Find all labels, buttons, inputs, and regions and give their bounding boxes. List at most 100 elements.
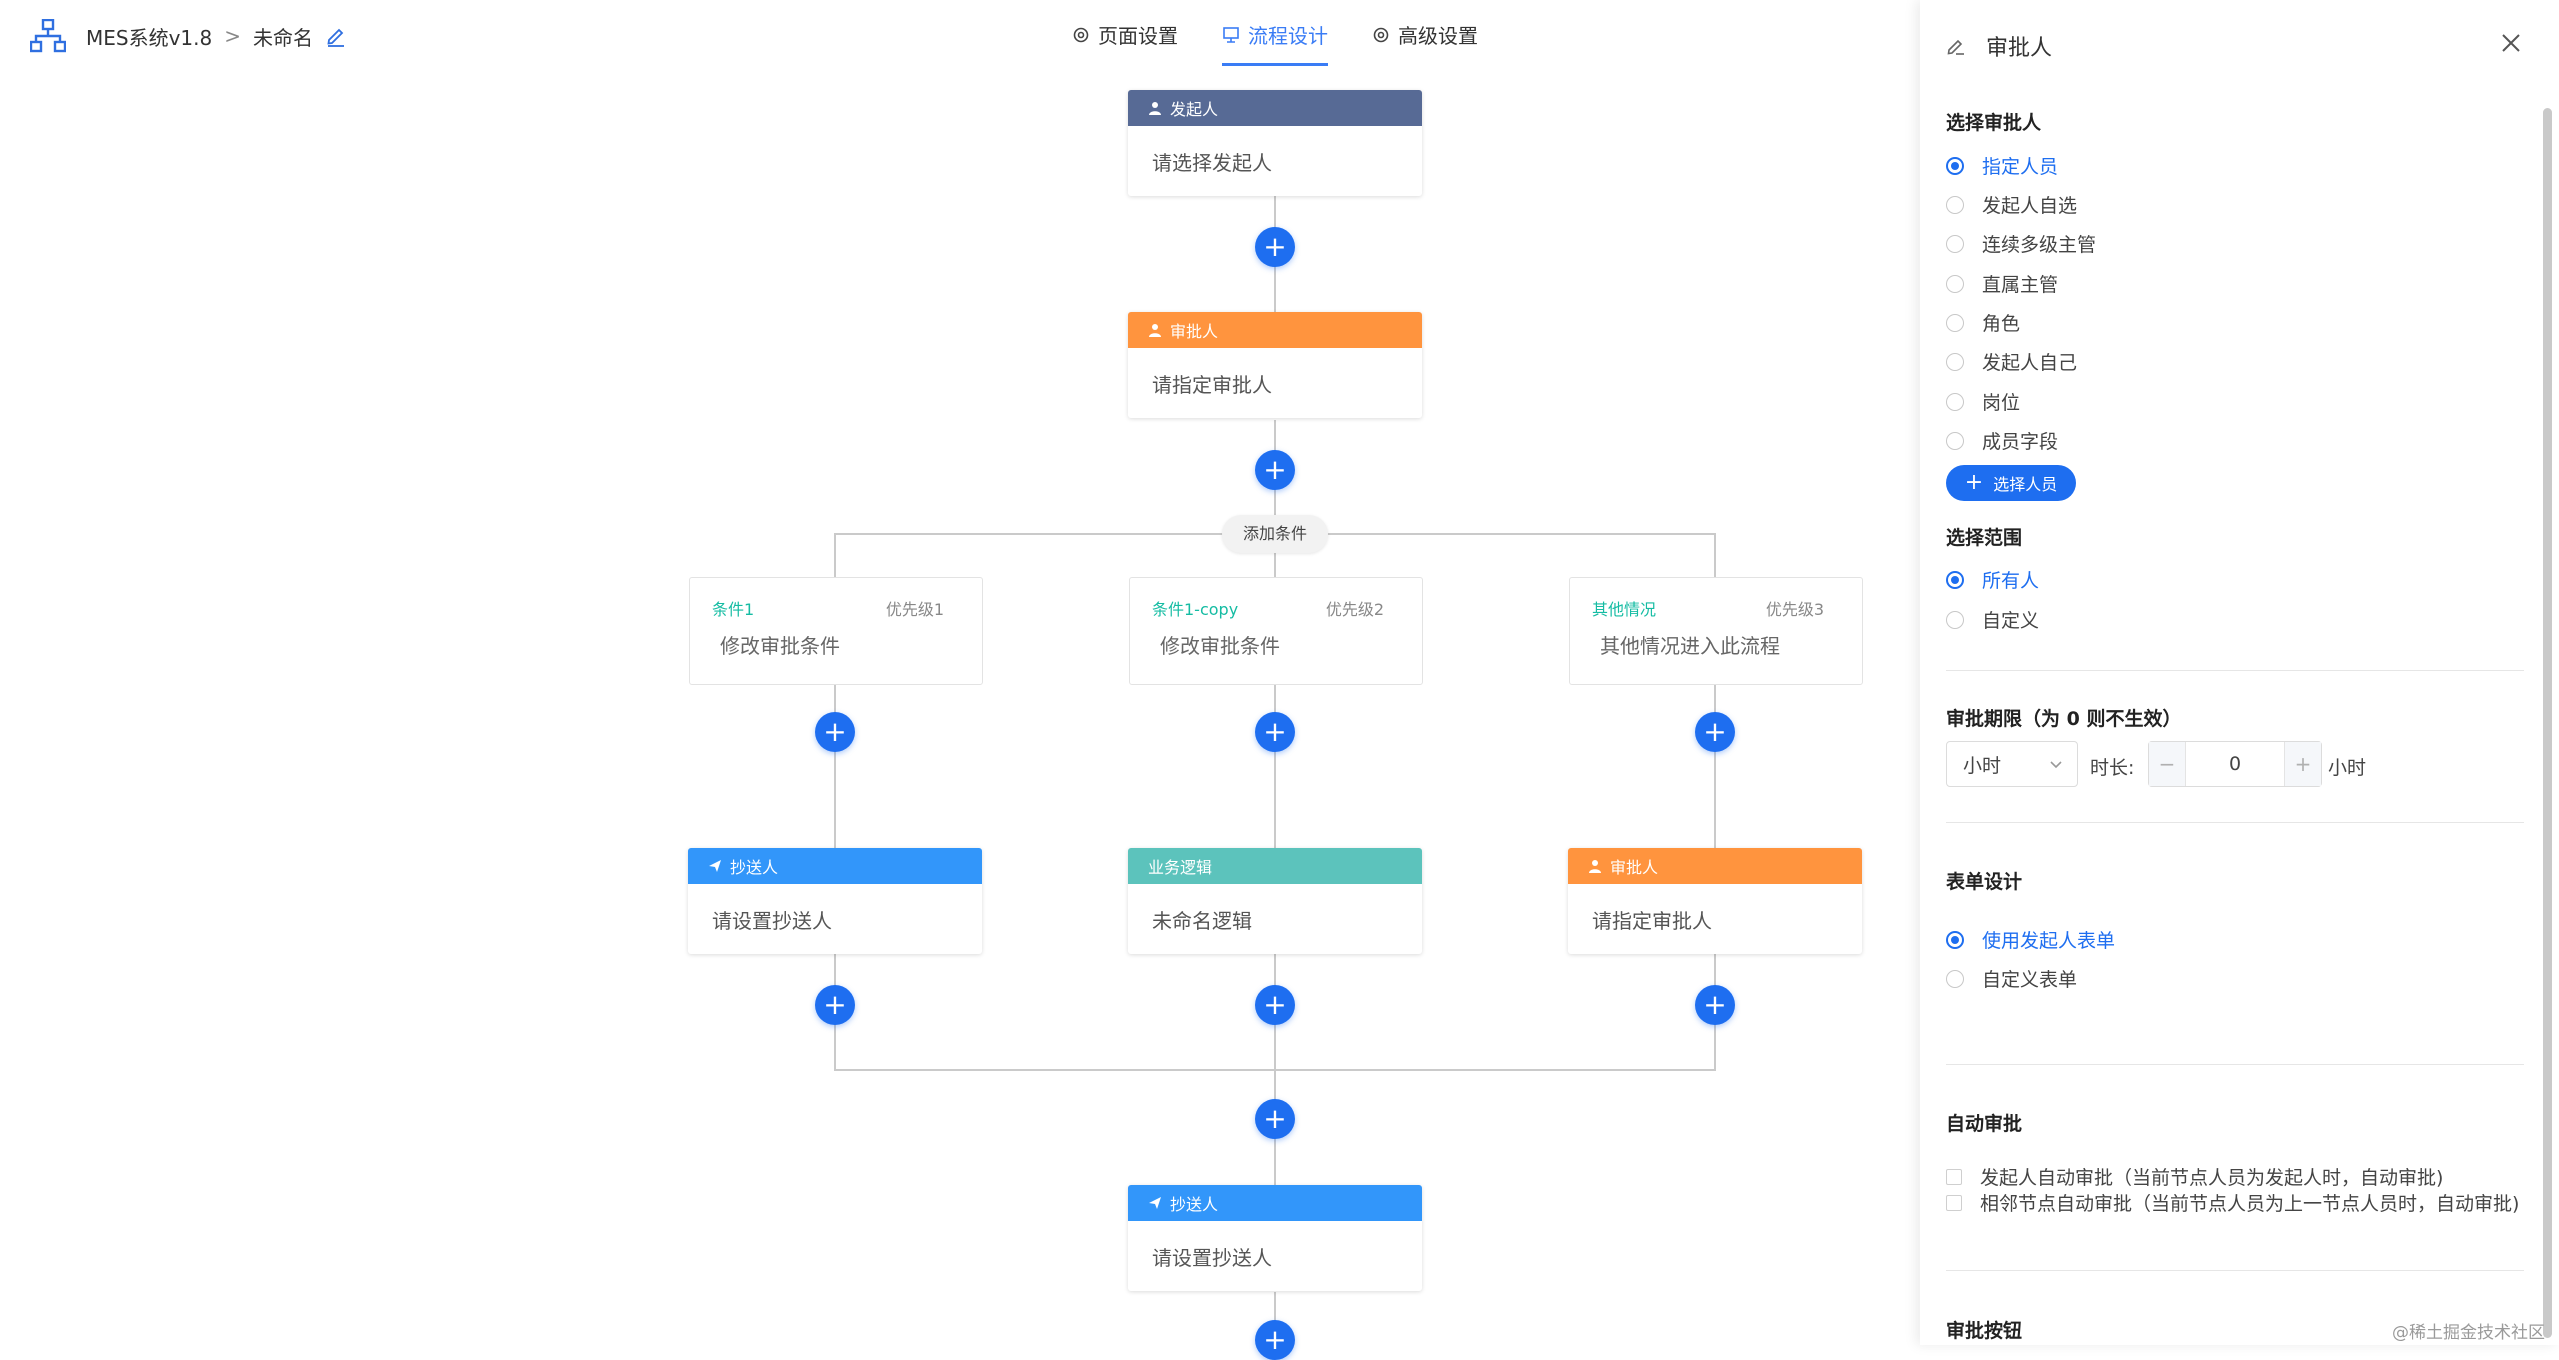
radio-member-field[interactable]: 成员字段 xyxy=(1946,427,2058,454)
radio-scope-all[interactable]: 所有人 xyxy=(1946,566,2039,593)
duration-input[interactable]: 0 xyxy=(2185,742,2285,786)
tab-page-settings[interactable]: 页面设置 xyxy=(1072,20,1178,66)
condition-text: 修改审批条件 xyxy=(720,634,840,658)
increment-button[interactable]: + xyxy=(2285,742,2321,786)
select-person-button[interactable]: + 选择人员 xyxy=(1946,465,2076,501)
radio-dot xyxy=(1946,610,1964,629)
duration-stepper: − 0 + xyxy=(2148,741,2322,787)
node-header: 业务逻辑 xyxy=(1128,848,1422,884)
radio-dot xyxy=(1946,392,1964,411)
scrollbar[interactable] xyxy=(2543,108,2552,1338)
checkbox-adjacent-auto[interactable]: 相邻节点自动审批（当前节点人员为上一节点人员时，自动审批) xyxy=(1946,1189,2519,1216)
panel-title: 审批人 xyxy=(1946,30,2052,62)
radio-dot xyxy=(1946,195,1964,214)
radio-dot xyxy=(1946,930,1964,949)
checkbox-initiator-auto[interactable]: 发起人自动审批（当前节点人员为发起人时，自动审批) xyxy=(1946,1163,2443,1190)
radio-role[interactable]: 角色 xyxy=(1946,309,2020,336)
radio-position[interactable]: 岗位 xyxy=(1946,388,2020,415)
node-type: 发起人 xyxy=(1170,100,1219,119)
node-content: 请指定审批人 xyxy=(1152,372,1272,397)
connector-line xyxy=(1274,1292,1276,1345)
duration-label: 时长: xyxy=(2090,757,2135,779)
user-icon xyxy=(1589,860,1601,873)
approver-node[interactable]: 审批人 请指定审批人 xyxy=(1568,848,1862,954)
decrement-button[interactable]: − xyxy=(2149,742,2185,786)
tab-flow-design[interactable]: 流程设计 xyxy=(1222,20,1328,66)
radio-label: 发起人自己 xyxy=(1982,352,2078,374)
radio-self-select[interactable]: 发起人自选 xyxy=(1946,191,2077,218)
condition-name: 条件1-copy xyxy=(1152,600,1239,619)
tab-advanced-settings[interactable]: 高级设置 xyxy=(1372,20,1478,66)
radio-label: 直属主管 xyxy=(1982,274,2059,296)
add-node-button[interactable]: + xyxy=(1255,1320,1295,1360)
radio-dot xyxy=(1946,969,1964,988)
checkbox-label: 相邻节点自动审批（当前节点人员为上一节点人员时，自动审批) xyxy=(1980,1193,2520,1215)
approver-node[interactable]: 审批人 请指定审批人 xyxy=(1128,312,1422,418)
add-condition-button[interactable]: 添加条件 xyxy=(1222,515,1328,553)
add-node-button[interactable]: + xyxy=(815,712,855,752)
copy-node[interactable]: 抄送人 请设置抄送人 xyxy=(688,848,982,954)
tab-label: 流程设计 xyxy=(1248,24,1328,48)
add-node-button[interactable]: + xyxy=(1255,227,1295,267)
branch-line-2 xyxy=(1274,533,1276,1071)
logic-node[interactable]: 业务逻辑 未命名逻辑 xyxy=(1128,848,1422,954)
edit-icon[interactable] xyxy=(1946,36,1966,56)
watermark: @稀土掘金技术社区 xyxy=(2392,1323,2545,1343)
radio-label: 所有人 xyxy=(1982,570,2040,592)
start-node[interactable]: 发起人 请选择发起人 xyxy=(1128,90,1422,196)
select-value: 小时 xyxy=(1963,754,2002,777)
radio-dot xyxy=(1946,352,1964,371)
tab-label: 页面设置 xyxy=(1098,24,1178,48)
radio-scope-custom[interactable]: 自定义 xyxy=(1946,606,2039,633)
add-node-button[interactable]: + xyxy=(1255,1099,1295,1139)
condition-name: 条件1 xyxy=(712,600,755,619)
tab-label: 高级设置 xyxy=(1398,24,1478,48)
panel-title-text: 审批人 xyxy=(1986,36,2053,61)
node-header: 抄送人 xyxy=(688,848,982,884)
button-label: 选择人员 xyxy=(1993,475,2058,494)
send-icon xyxy=(709,860,721,872)
close-icon[interactable] xyxy=(2500,32,2522,54)
approve-buttons-section-title: 审批按钮 xyxy=(1946,1320,2023,1342)
condition-card-3[interactable]: 其他情况优先级3 其他情况进入此流程 xyxy=(1569,577,1863,685)
header-left: MES系统v1.8 > 未命名 xyxy=(30,18,347,54)
radio-designated[interactable]: 指定人员 xyxy=(1946,152,2058,179)
node-type: 抄送人 xyxy=(730,858,779,877)
node-content: 请指定审批人 xyxy=(1592,908,1712,933)
add-node-button[interactable]: + xyxy=(815,985,855,1025)
node-type: 审批人 xyxy=(1170,322,1219,341)
radio-label: 自定义 xyxy=(1982,610,2040,632)
add-node-button[interactable]: + xyxy=(1255,450,1295,490)
add-node-button[interactable]: + xyxy=(1255,712,1295,752)
edit-name-icon[interactable] xyxy=(325,25,347,47)
user-icon xyxy=(1149,324,1161,337)
checkbox-box xyxy=(1946,1194,1962,1211)
plus-icon: + xyxy=(1964,470,1984,495)
breadcrumb-separator: > xyxy=(224,24,241,48)
node-type: 业务逻辑 xyxy=(1148,858,1213,877)
divider xyxy=(1946,1064,2524,1065)
radio-use-initiator-form[interactable]: 使用发起人表单 xyxy=(1946,926,2115,953)
gear-icon xyxy=(1073,27,1089,42)
add-node-button[interactable]: + xyxy=(1695,985,1735,1025)
checkbox-label: 发起人自动审批（当前节点人员为发起人时，自动审批) xyxy=(1980,1167,2444,1189)
add-node-button[interactable]: + xyxy=(1695,712,1735,752)
add-node-button[interactable]: + xyxy=(1255,985,1295,1025)
condition-name: 其他情况 xyxy=(1592,600,1657,619)
copy-node[interactable]: 抄送人 请设置抄送人 xyxy=(1128,1185,1422,1291)
branch-line-1 xyxy=(834,533,836,1071)
radio-custom-form[interactable]: 自定义表单 xyxy=(1946,965,2077,992)
radio-direct-manager[interactable]: 直属主管 xyxy=(1946,270,2058,297)
doc-name: 未命名 xyxy=(253,25,313,50)
node-content: 请设置抄送人 xyxy=(712,908,832,933)
radio-initiator-self[interactable]: 发起人自己 xyxy=(1946,348,2077,375)
radio-multi-level[interactable]: 连续多级主管 xyxy=(1946,230,2096,257)
gear-icon xyxy=(1373,27,1389,42)
radio-label: 使用发起人表单 xyxy=(1982,930,2116,952)
duration-unit-label: 小时 xyxy=(2328,757,2367,779)
approver-settings-panel: 审批人 选择审批人 指定人员 发起人自选 连续多级主管 直属主管 角色 发起人自… xyxy=(1920,0,2559,1345)
time-unit-select[interactable]: 小时 xyxy=(1946,741,2078,787)
radio-dot xyxy=(1946,156,1964,175)
